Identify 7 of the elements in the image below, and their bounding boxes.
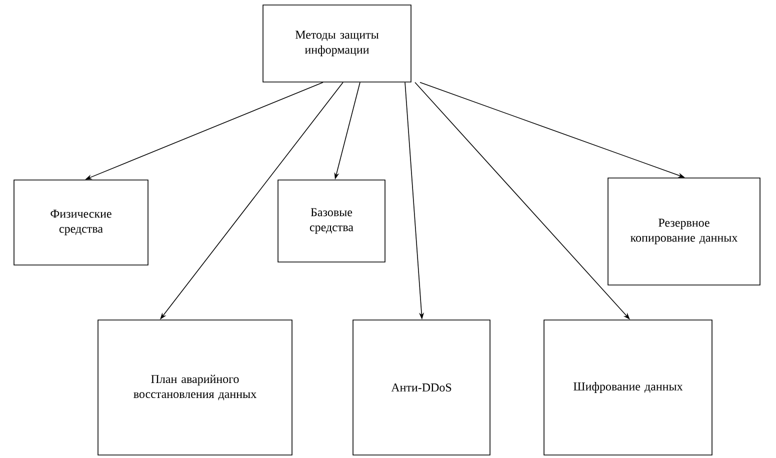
category-box: Физические средства xyxy=(14,180,148,266)
category-box: Базовые средства xyxy=(278,180,386,262)
category-box: План аварийного восстановления данных xyxy=(98,320,292,456)
category-box: Резервное копирование данных xyxy=(608,178,760,286)
title-box: Методы защиты информации xyxy=(262,4,412,82)
category-box: Шифрование данных xyxy=(544,320,712,456)
category-box: Анти-DDoS xyxy=(352,320,490,456)
